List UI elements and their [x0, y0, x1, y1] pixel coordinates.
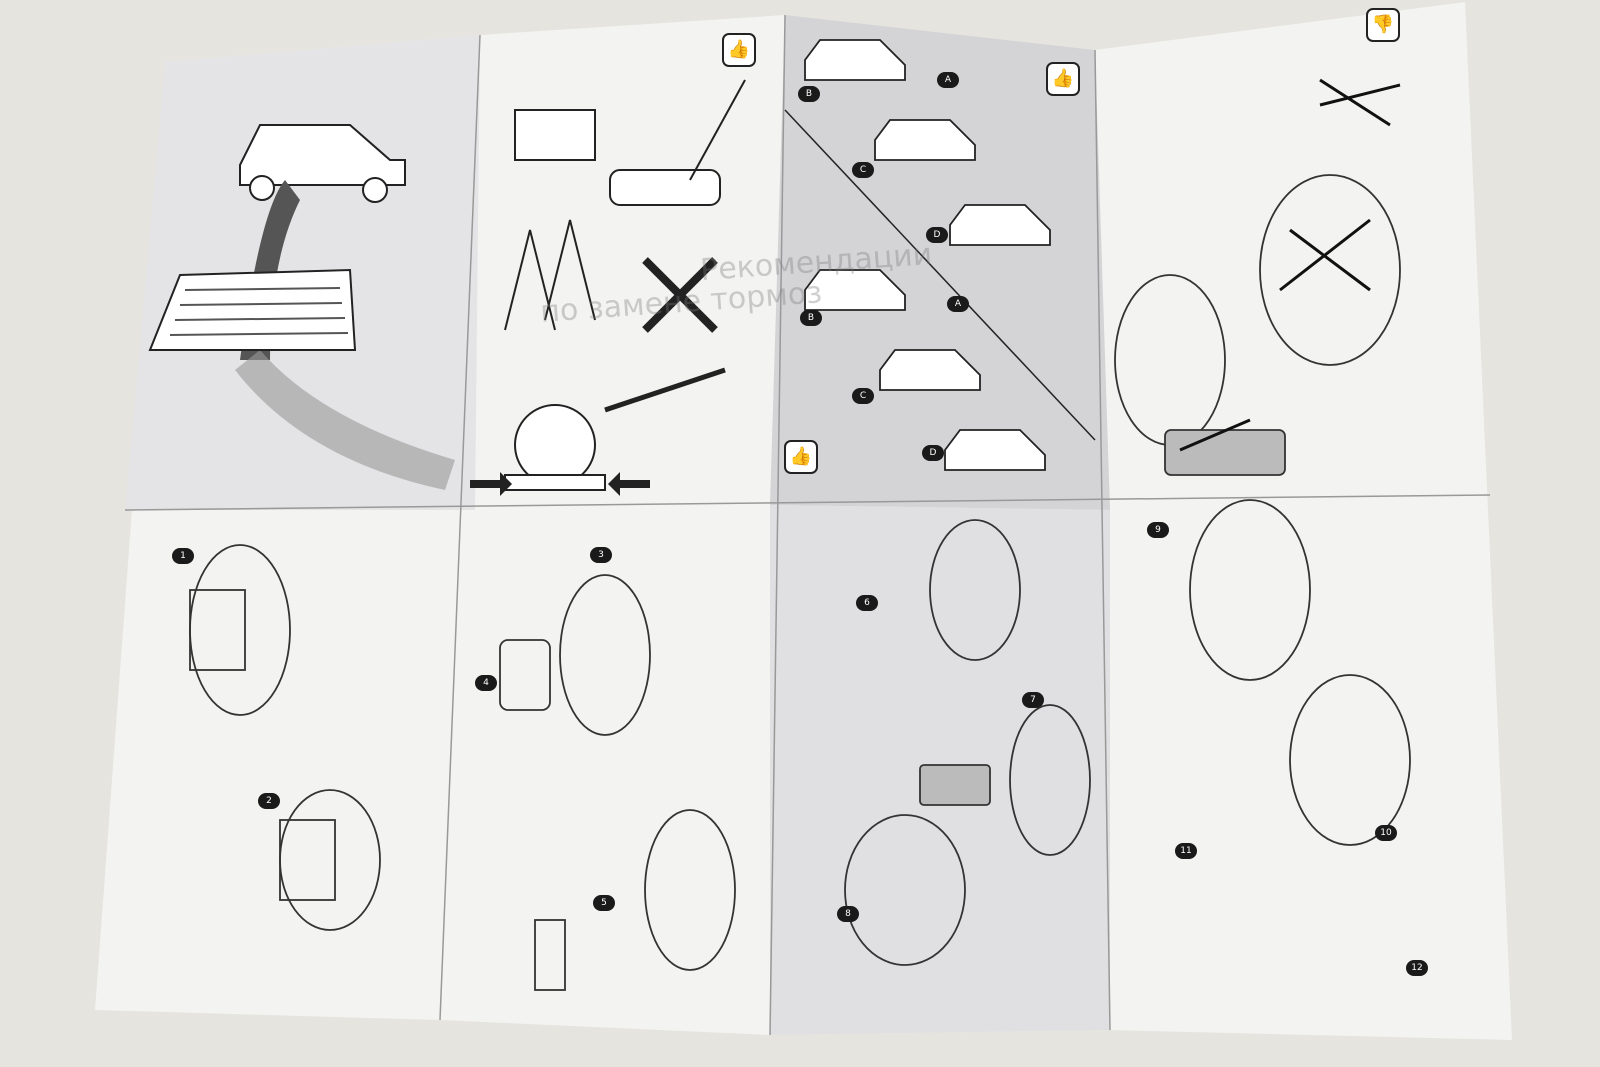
letter-badge-c: C	[852, 388, 874, 404]
jack-icon	[609, 169, 721, 206]
step-1: 1	[172, 548, 194, 564]
cross-out-marks	[1179, 78, 1401, 452]
torque-wrench-icon	[604, 367, 726, 413]
panel-grey-top	[770, 15, 1110, 510]
step-11: 11	[1175, 843, 1197, 859]
step-12: 12	[1406, 960, 1428, 976]
letter-badge-a: A	[947, 296, 969, 312]
caliper-diagrams	[189, 174, 1411, 991]
letter-badge-d: D	[926, 227, 948, 243]
step-10: 10	[1375, 825, 1397, 841]
letter-badge-d: D	[922, 445, 944, 461]
step-2: 2	[258, 793, 280, 809]
letter-badge-b: B	[800, 310, 822, 326]
wheel-icon	[514, 404, 596, 486]
step-3: 3	[590, 547, 612, 563]
letter-badge-b: B	[798, 86, 820, 102]
step-4: 4	[475, 675, 497, 691]
thumbs-up-icon: 👍	[722, 33, 756, 67]
step-5: 5	[593, 895, 615, 911]
toolbox-icon	[514, 109, 596, 161]
step-7: 7	[1022, 692, 1044, 708]
car-icon	[239, 124, 406, 203]
axle-stands-icon	[504, 219, 596, 331]
step-6: 6	[856, 595, 878, 611]
thumbs-up-icon: 👍	[784, 440, 818, 474]
letter-badge-a: A	[937, 72, 959, 88]
thumbs-down-icon: 👎	[1366, 8, 1400, 42]
book-icon	[148, 268, 357, 351]
car-lift-diagrams	[804, 39, 1051, 471]
step-9: 9	[1147, 522, 1169, 538]
letter-badge-c: C	[852, 162, 874, 178]
thumbs-up-icon: 👍	[1046, 62, 1080, 96]
wrench-cross-icon	[642, 257, 718, 333]
step-8: 8	[837, 906, 859, 922]
